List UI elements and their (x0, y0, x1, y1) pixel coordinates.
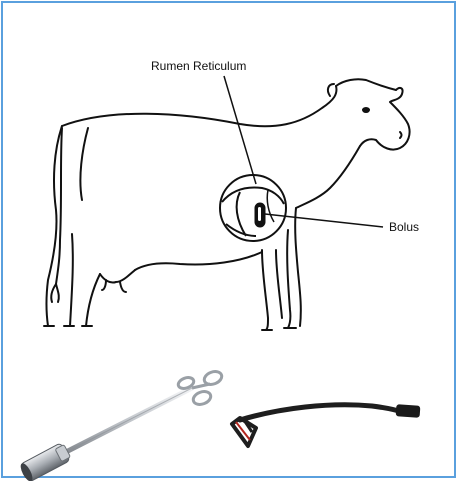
rumen-reticulum-label: Rumen Reticulum (151, 59, 246, 73)
magnified-rumen-icon (220, 175, 286, 241)
bolus-label: Bolus (389, 220, 419, 234)
bolus-capsule-icon (255, 203, 265, 227)
applicator-tool-icon (232, 404, 420, 446)
rumen-leader-line (224, 76, 256, 184)
balling-gun-icon (18, 369, 223, 481)
